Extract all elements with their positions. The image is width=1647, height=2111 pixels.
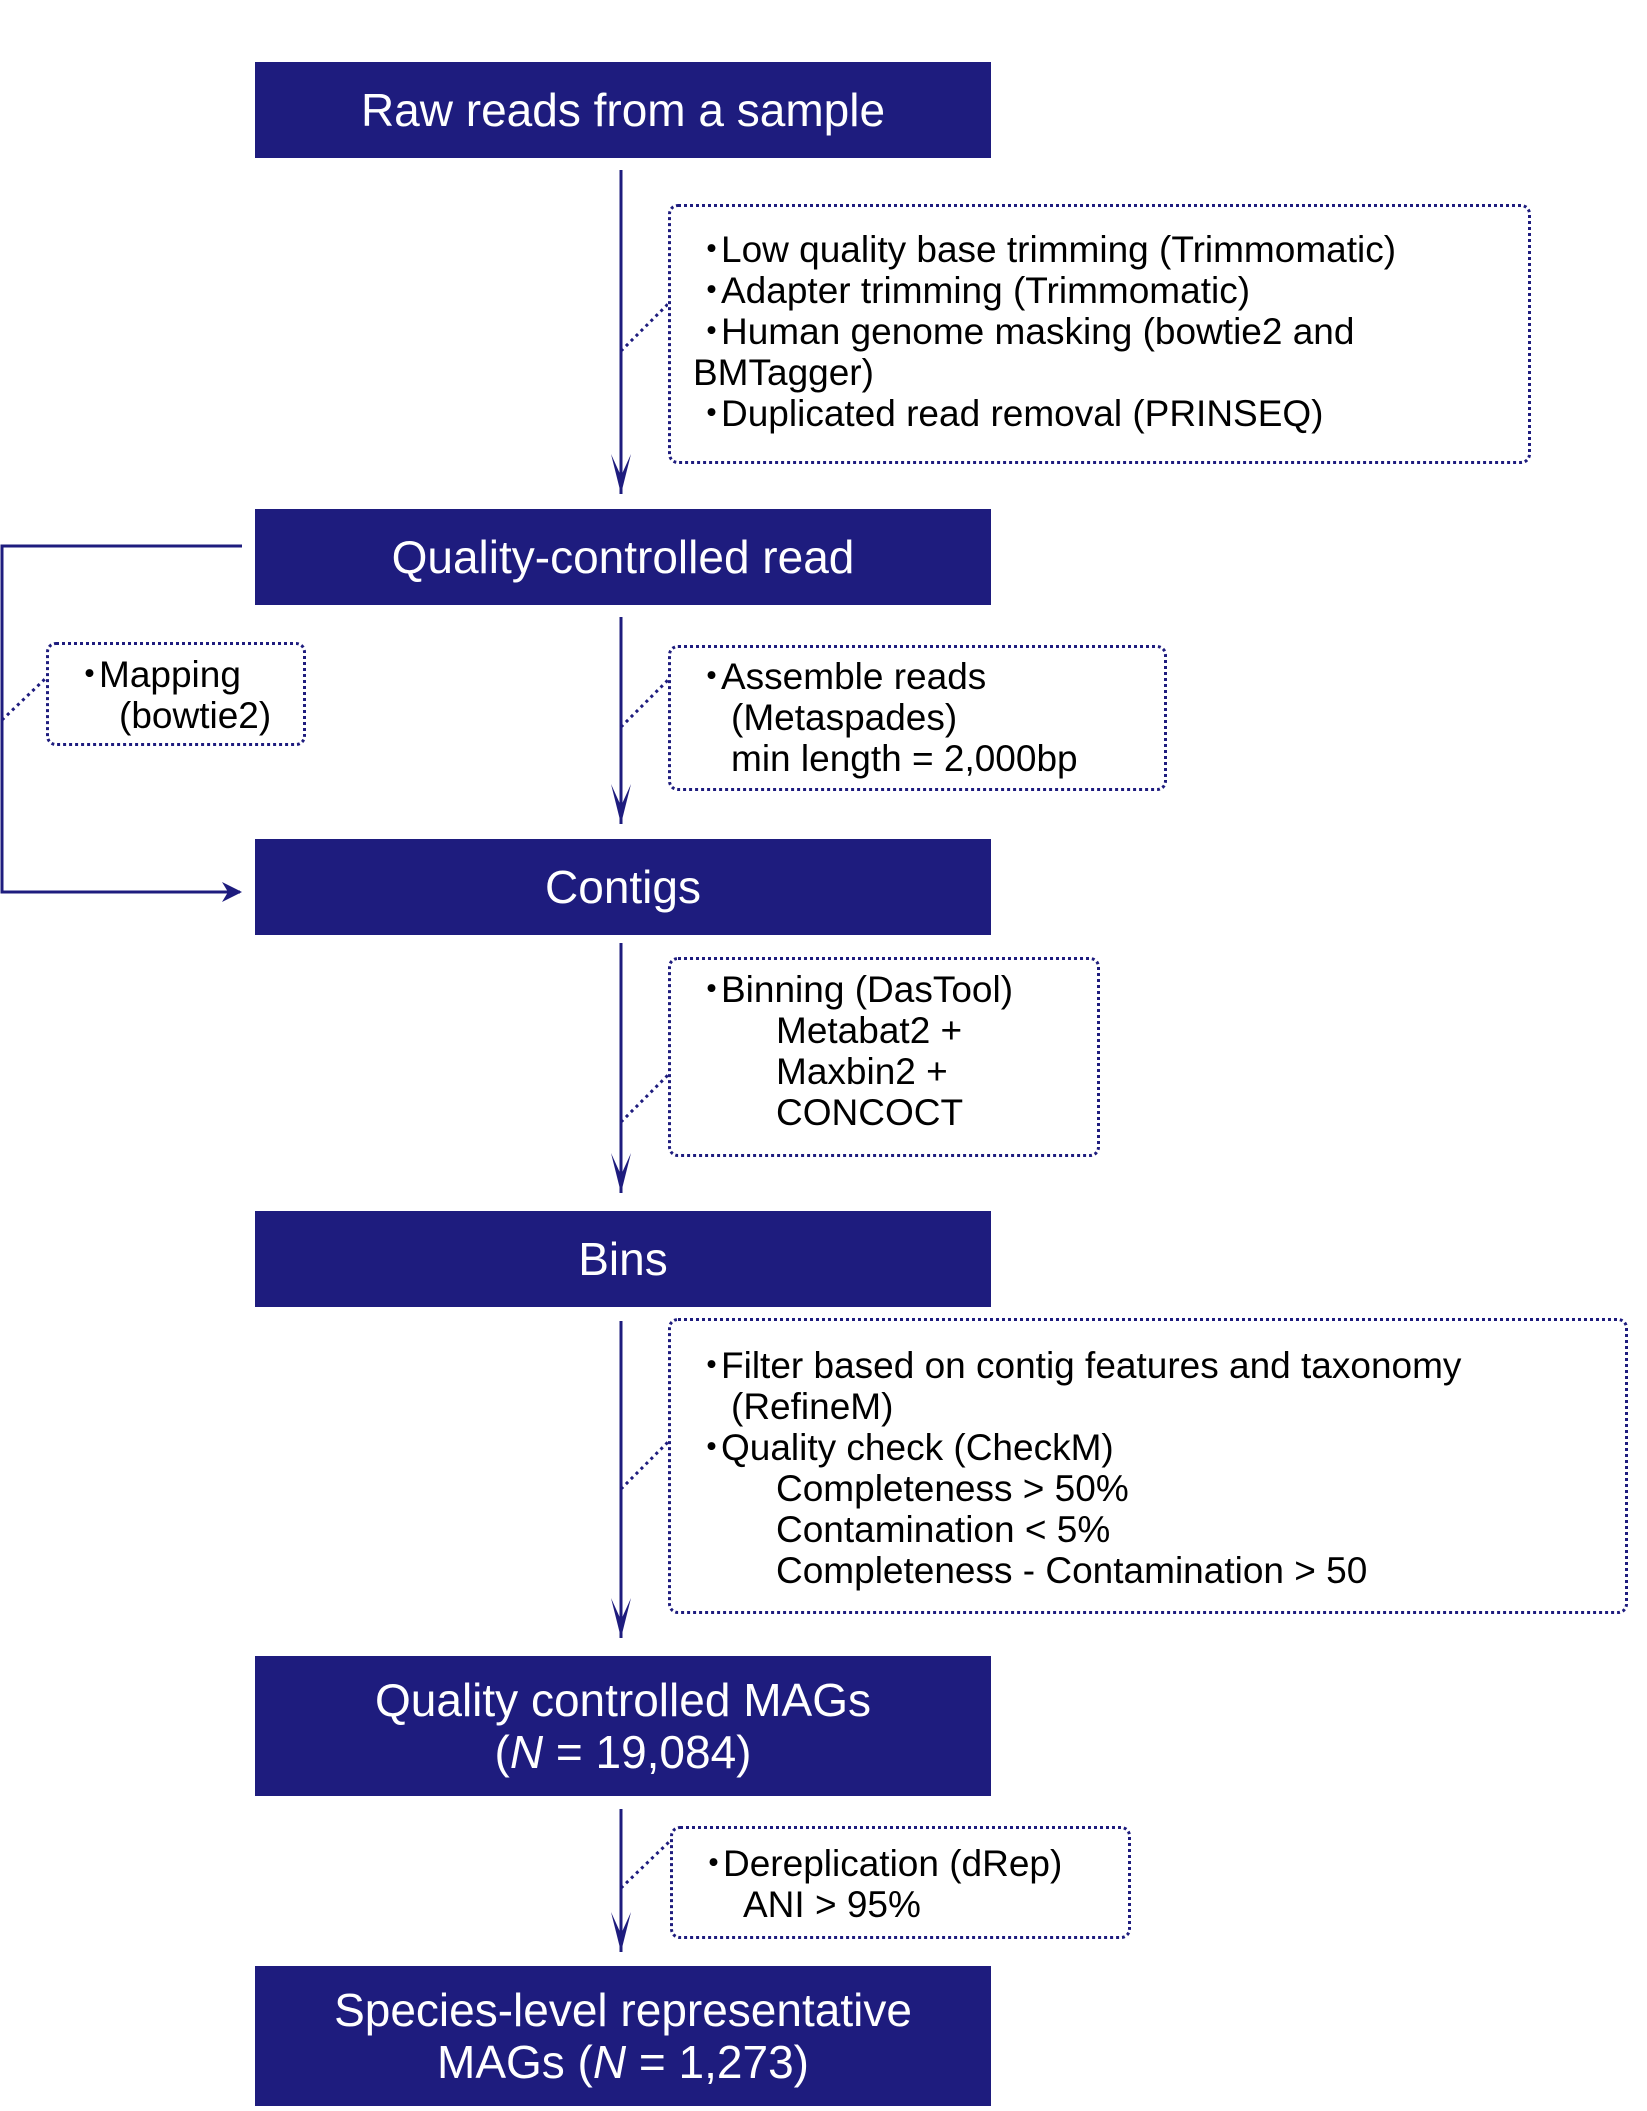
stage-raw-reads-label: Raw reads from a sample bbox=[360, 83, 886, 136]
stage-bins: Bins bbox=[255, 1211, 991, 1307]
stage-species-mags-count: MAGs (N = 1,273) bbox=[437, 2036, 809, 2088]
leader-binning bbox=[619, 1073, 670, 1124]
note-line: Quality check (CheckM) bbox=[693, 1427, 1625, 1468]
note-mapping: Mapping (bowtie2) bbox=[46, 642, 306, 746]
note-preprocessing: Low quality base trimming (Trimmomatic) … bbox=[668, 204, 1531, 464]
note-assembly: Assemble reads (Metaspades) min length =… bbox=[668, 645, 1167, 791]
note-dereplication: Dereplication (dRep) ANI > 95% bbox=[670, 1826, 1131, 1939]
stage-qc-mags-label: Quality controlled MAGs bbox=[375, 1673, 871, 1726]
leader-assembly bbox=[619, 678, 670, 729]
note-line: min length = 2,000bp bbox=[731, 738, 1078, 779]
note-line: BMTagger) bbox=[693, 352, 874, 393]
stage-bins-label: Bins bbox=[578, 1232, 668, 1285]
leader-dereplication bbox=[619, 1839, 672, 1890]
stage-contigs: Contigs bbox=[255, 839, 991, 935]
stage-qc-mags: Quality controlled MAGs (N = 19,084) bbox=[255, 1656, 991, 1796]
note-line: Metabat2 + bbox=[776, 1010, 963, 1051]
note-line: Completeness - Contamination > 50 bbox=[776, 1550, 1368, 1591]
note-line: CONCOCT bbox=[776, 1092, 964, 1133]
note-line: (bowtie2) bbox=[119, 695, 272, 736]
note-line: Human genome masking (bowtie2 and bbox=[693, 311, 1528, 352]
note-line: ANI > 95% bbox=[743, 1884, 921, 1925]
note-binning: Binning (DasTool) Metabat2 + Maxbin2 + C… bbox=[668, 957, 1100, 1157]
note-line: Duplicated read removal (PRINSEQ) bbox=[693, 393, 1528, 434]
note-line: Binning (DasTool) bbox=[693, 969, 1097, 1010]
stage-qc-mags-count: (N = 19,084) bbox=[494, 1726, 752, 1778]
stage-contigs-label: Contigs bbox=[545, 860, 701, 913]
leader-preprocessing bbox=[619, 302, 670, 353]
note-line: Maxbin2 + bbox=[776, 1051, 948, 1092]
note-line: Contamination < 5% bbox=[776, 1509, 1111, 1550]
note-line: Mapping bbox=[71, 654, 303, 695]
leader-mapping bbox=[0, 676, 48, 722]
stage-species-mags-label: Species-level representative bbox=[334, 1983, 912, 2036]
note-line: Completeness > 50% bbox=[776, 1468, 1129, 1509]
note-line: Dereplication (dRep) bbox=[695, 1843, 1128, 1884]
note-line: Low quality base trimming (Trimmomatic) bbox=[693, 229, 1528, 270]
stage-raw-reads: Raw reads from a sample bbox=[255, 62, 991, 158]
stage-qc-read: Quality-controlled read bbox=[255, 509, 991, 605]
note-line: Adapter trimming (Trimmomatic) bbox=[693, 270, 1528, 311]
note-line: (RefineM) bbox=[731, 1386, 894, 1427]
stage-qc-read-label: Quality-controlled read bbox=[391, 530, 855, 583]
stage-species-mags: Species-level representative MAGs (N = 1… bbox=[255, 1966, 991, 2106]
note-line: Filter based on contig features and taxo… bbox=[693, 1345, 1625, 1386]
note-line: (Metaspades) bbox=[731, 697, 958, 738]
note-refinement: Filter based on contig features and taxo… bbox=[668, 1318, 1628, 1614]
note-line: Assemble reads bbox=[693, 656, 1164, 697]
leader-refinement bbox=[619, 1440, 670, 1491]
